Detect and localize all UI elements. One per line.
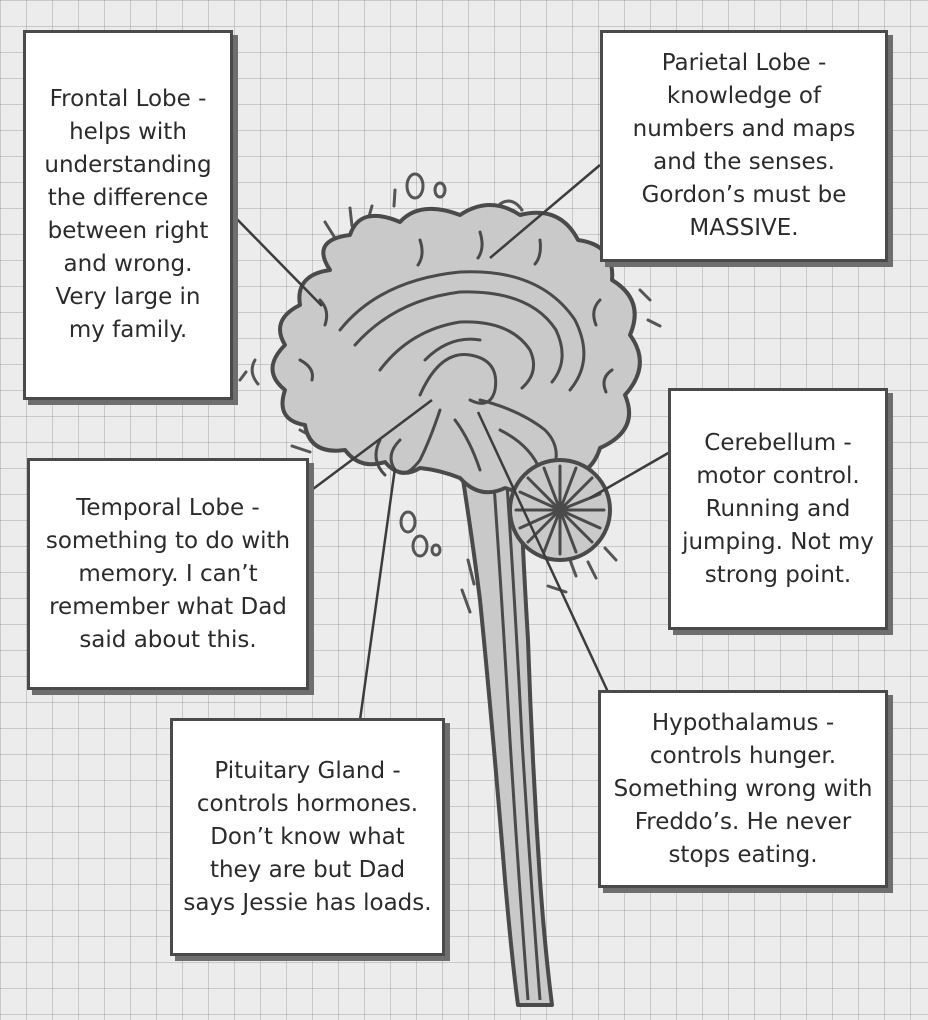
hypothalamus-text: Hypothalamus - controls hunger. Somethin… <box>611 707 875 872</box>
parietal-lobe-text: Parietal Lobe - knowledge of numbers and… <box>613 47 875 245</box>
frontal-lobe-note: Frontal Lobe - helps with understanding … <box>23 30 233 400</box>
cerebellum-text: Cerebellum - motor control. Running and … <box>681 427 875 592</box>
frontal-leader <box>230 212 322 306</box>
cerebellum-leader <box>590 452 670 498</box>
pituitary-gland-text: Pituitary Gland - controls hormones. Don… <box>183 755 432 920</box>
pituitary-gland-note: Pituitary Gland - controls hormones. Don… <box>170 718 445 956</box>
hypothalamus-note: Hypothalamus - controls hunger. Somethin… <box>598 690 888 888</box>
cerebellum-note: Cerebellum - motor control. Running and … <box>668 388 888 630</box>
temporal-lobe-text: Temporal Lobe - something to do with mem… <box>40 492 296 657</box>
cerebellum-shape <box>510 460 610 560</box>
temporal-lobe-note: Temporal Lobe - something to do with mem… <box>27 458 309 690</box>
pituitary-leader <box>360 468 395 720</box>
parietal-lobe-note: Parietal Lobe - knowledge of numbers and… <box>600 30 888 262</box>
frontal-lobe-text: Frontal Lobe - helps with understanding … <box>36 83 220 347</box>
